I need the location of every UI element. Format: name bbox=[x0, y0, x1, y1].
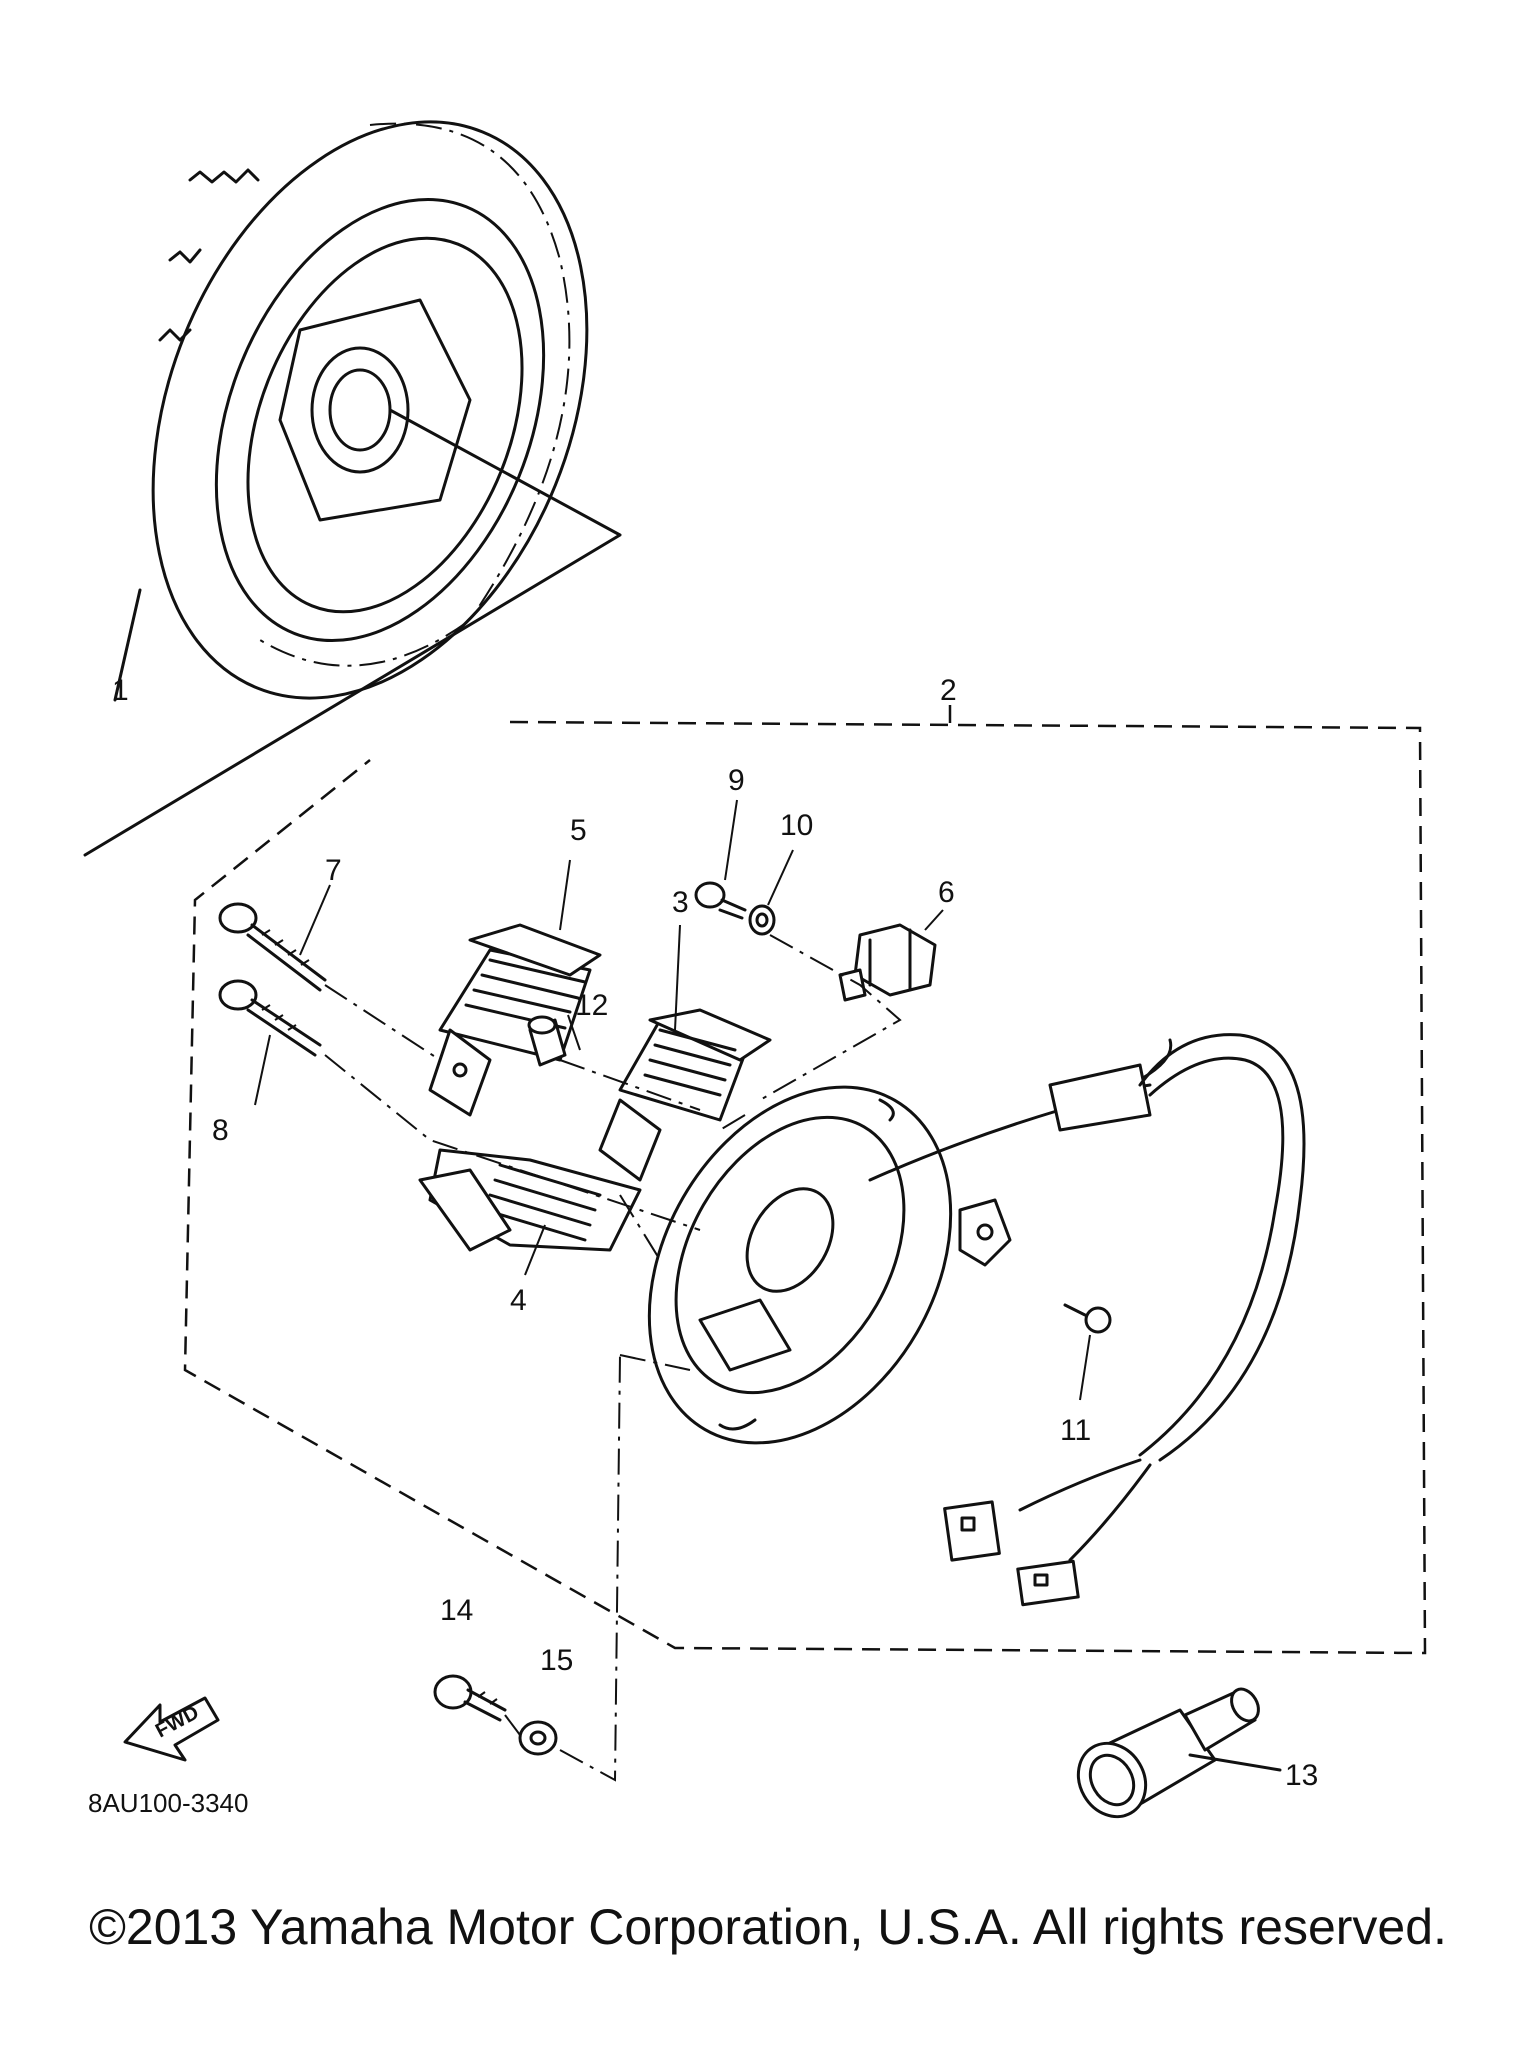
washer-15 bbox=[518, 1720, 558, 1756]
coil-5 bbox=[428, 923, 602, 1117]
wiring-harness bbox=[868, 1033, 1306, 1607]
callout-9: 9 bbox=[728, 764, 745, 797]
callout-15: 15 bbox=[540, 1644, 573, 1677]
callout-numbers: 1 2 3 4 5 6 7 8 9 10 11 12 13 14 15 bbox=[112, 674, 1318, 1792]
callout-leaders bbox=[254, 799, 1091, 1401]
fwd-arrow-icon: FWD bbox=[123, 1696, 220, 1762]
callout-5: 5 bbox=[570, 814, 587, 847]
flywheel-rotor bbox=[83, 120, 622, 857]
screw-9 bbox=[694, 881, 747, 920]
copyright-notice: ©2013 Yamaha Motor Corporation, U.S.A. A… bbox=[89, 1899, 1447, 1955]
flywheel-puller-13 bbox=[1076, 1687, 1282, 1819]
stator-assembly-outline bbox=[183, 705, 1427, 1655]
callout-1: 1 bbox=[112, 674, 129, 707]
coil-4 bbox=[418, 1148, 642, 1252]
callout-8: 8 bbox=[212, 1114, 229, 1147]
coil-3 bbox=[598, 1008, 772, 1182]
stator-base-plate bbox=[647, 1085, 953, 1445]
collar-12 bbox=[527, 1015, 567, 1067]
callout-6: 6 bbox=[938, 876, 955, 909]
callout-12: 12 bbox=[575, 989, 608, 1022]
screw-11 bbox=[1063, 1303, 1112, 1334]
callout-3: 3 bbox=[672, 886, 689, 919]
callout-10: 10 bbox=[780, 809, 813, 842]
assembly-guide-lines bbox=[324, 934, 902, 1782]
callout-11: 11 bbox=[1060, 1414, 1091, 1447]
callout-14: 14 bbox=[440, 1594, 473, 1627]
diagram-part-number: 8AU100-3340 bbox=[88, 1788, 248, 1818]
bolt-7 bbox=[218, 902, 327, 992]
washer-10 bbox=[748, 904, 776, 936]
bolt-14 bbox=[433, 1674, 507, 1722]
pickup-coil-6 bbox=[838, 923, 937, 1002]
callout-7: 7 bbox=[325, 854, 342, 887]
callout-2: 2 bbox=[940, 674, 957, 707]
bolt-8 bbox=[218, 979, 322, 1057]
cable-clamp bbox=[958, 1198, 1012, 1267]
callout-4: 4 bbox=[510, 1284, 527, 1317]
callout-13: 13 bbox=[1285, 1759, 1318, 1792]
